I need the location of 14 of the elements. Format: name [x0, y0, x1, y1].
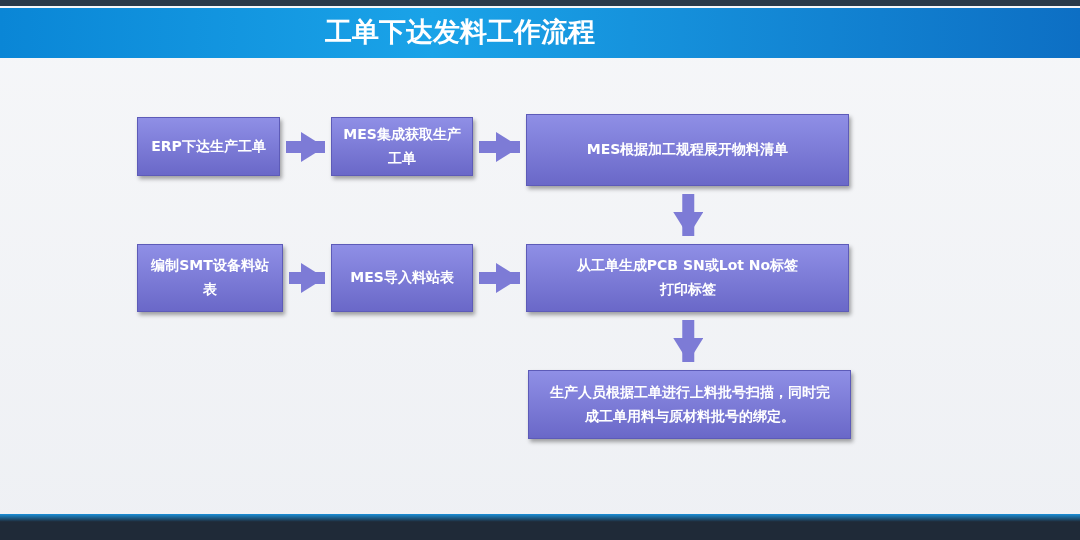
process-box: 生产人员根据工单进行上料批号扫描，同时完成工单用料与原材料批号的绑定。: [528, 370, 851, 439]
process-box: 从工单生成PCB SN或Lot No标签 打印标签: [526, 244, 849, 312]
arrow: [286, 132, 325, 162]
process-box: MES导入料站表: [331, 244, 473, 312]
process-box: MES根据加工规程展开物料清单: [526, 114, 849, 186]
arrow: [479, 263, 520, 293]
arrow: [673, 194, 704, 236]
process-box: MES集成获取生产工单: [331, 117, 473, 176]
arrow: [289, 263, 325, 293]
process-box: 编制SMT设备料站表: [137, 244, 283, 312]
arrow: [673, 320, 704, 362]
title: 工单下达发料工作流程: [324, 15, 596, 49]
arrow: [479, 132, 520, 162]
process-box: ERP下达生产工单: [137, 117, 280, 176]
